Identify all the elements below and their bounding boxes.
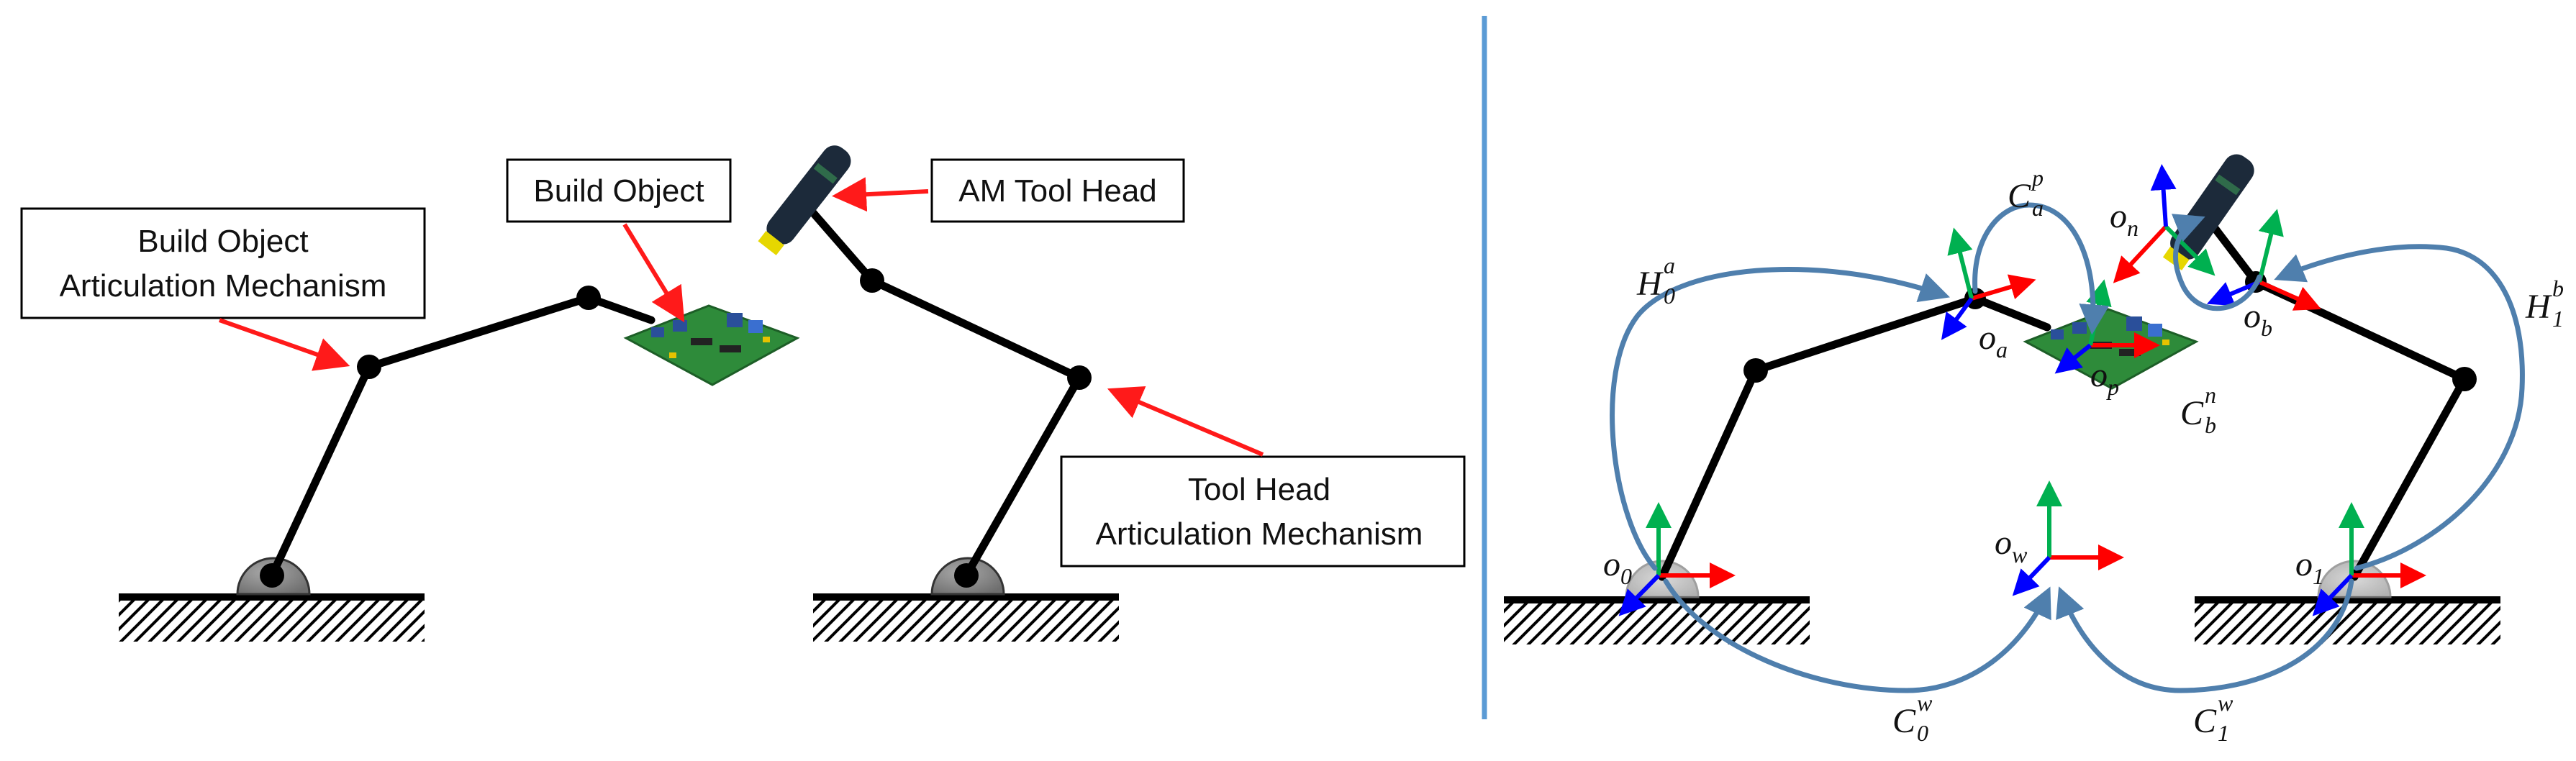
svg-text:p: p bbox=[2031, 165, 2044, 191]
am-tool-head-label: AM Tool Head bbox=[958, 173, 1157, 209]
arrow-H1b bbox=[2274, 244, 2525, 571]
svg-text:a: a bbox=[2032, 195, 2044, 221]
am-tool-head bbox=[758, 145, 851, 255]
arrow-Cbn bbox=[2171, 214, 2262, 311]
label-Cap: C p a bbox=[2008, 165, 2044, 221]
arrow-Cap bbox=[1972, 202, 2110, 335]
svg-text:C: C bbox=[2008, 177, 2031, 215]
label-C1w: C w 1 bbox=[2193, 690, 2233, 746]
ground-left-1 bbox=[119, 557, 425, 642]
svg-text:0: 0 bbox=[1664, 283, 1675, 309]
svg-text:b: b bbox=[2205, 412, 2216, 438]
frame-ow-axes bbox=[2012, 480, 2124, 596]
label-Cbn: C n b bbox=[2180, 382, 2216, 438]
svg-text:w: w bbox=[1917, 690, 1933, 716]
svg-text:0: 0 bbox=[1917, 720, 1928, 746]
right-panel: o0 o1 ow oa ob on op H a 0 C p a C n b H… bbox=[1504, 154, 2564, 746]
frame-o1-axes bbox=[2312, 502, 2426, 616]
label-H1b: H b 1 bbox=[2525, 275, 2564, 332]
label-oa: oa bbox=[1979, 319, 2008, 363]
svg-text:b: b bbox=[2552, 275, 2564, 301]
ground-left-2 bbox=[813, 557, 1119, 642]
joint bbox=[2452, 367, 2477, 391]
build-object-mechanism-label-2: Articulation Mechanism bbox=[60, 268, 387, 304]
arrow-C1w bbox=[2056, 578, 2354, 693]
svg-text:n: n bbox=[2205, 382, 2216, 408]
arrow-H0a bbox=[1610, 266, 1950, 571]
transform-arrows bbox=[1610, 202, 2525, 693]
joint bbox=[1743, 358, 1768, 383]
joint bbox=[860, 268, 884, 293]
label-ow: ow bbox=[1995, 524, 2028, 568]
joint bbox=[954, 563, 979, 588]
joint bbox=[260, 563, 284, 588]
arm-1 bbox=[2201, 211, 2469, 581]
build-object-mechanism-label-1: Build Object bbox=[137, 224, 308, 259]
tool-head-mechanism-label-1: Tool Head bbox=[1188, 472, 1330, 507]
frame-o0-axes bbox=[1618, 502, 1736, 616]
frame-ob-axes bbox=[2206, 209, 2321, 311]
frame-oa-axes bbox=[1941, 227, 2036, 340]
svg-text:a: a bbox=[1664, 252, 1675, 278]
callout-am-tool-head: AM Tool Head bbox=[930, 158, 1185, 223]
svg-text:H: H bbox=[2525, 288, 2552, 326]
label-H0a: H a 0 bbox=[1636, 252, 1675, 309]
tool-head-arm bbox=[805, 204, 1084, 580]
svg-text:C: C bbox=[2193, 702, 2217, 740]
callout-build-object-mechanism: Build Object Articulation Mechanism bbox=[20, 207, 426, 319]
build-object-arm bbox=[268, 293, 656, 580]
svg-text:1: 1 bbox=[2552, 306, 2564, 332]
joint bbox=[1067, 365, 1092, 390]
svg-text:C: C bbox=[1892, 702, 1916, 740]
svg-text:1: 1 bbox=[2218, 720, 2229, 746]
label-o1: o1 bbox=[2295, 545, 2324, 589]
arm-0 bbox=[1658, 294, 2051, 581]
label-op: op bbox=[2090, 356, 2119, 400]
joint bbox=[357, 355, 381, 379]
arrow-C0w bbox=[1663, 578, 2051, 693]
label-ob: ob bbox=[2244, 297, 2272, 341]
joint bbox=[576, 286, 601, 310]
svg-text:H: H bbox=[1636, 265, 1664, 303]
svg-text:C: C bbox=[2180, 394, 2204, 432]
tool-head-mechanism-label-2: Articulation Mechanism bbox=[1096, 516, 1423, 552]
build-object-label: Build Object bbox=[533, 173, 704, 209]
ground-right-1 bbox=[1504, 560, 1810, 644]
label-C0w: C w 0 bbox=[1892, 690, 1933, 746]
label-on: on bbox=[2110, 197, 2139, 241]
left-panel: Build Object Articulation Mechanism Buil… bbox=[20, 145, 1466, 642]
callout-tool-head-mechanism: Tool Head Articulation Mechanism bbox=[1060, 455, 1466, 568]
callout-build-object: Build Object bbox=[506, 158, 732, 223]
svg-text:w: w bbox=[2218, 690, 2233, 716]
callout-arrows bbox=[219, 177, 1264, 457]
label-o0: o0 bbox=[1603, 545, 1632, 589]
